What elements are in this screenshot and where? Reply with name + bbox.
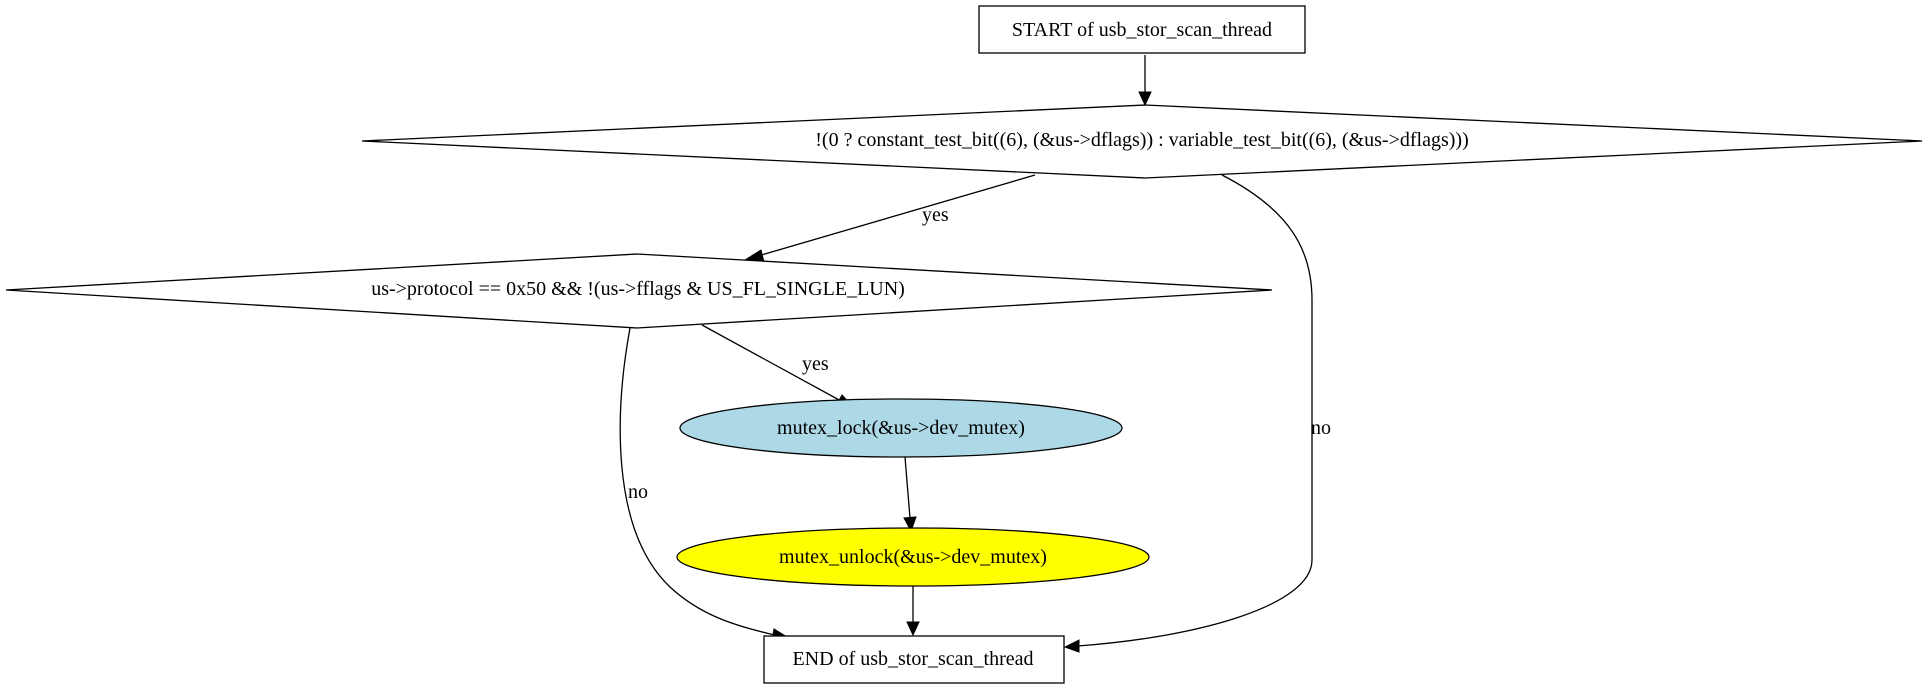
edge-cond1-no [1063, 174, 1313, 653]
edge-cond1-yes [743, 174, 1036, 263]
edge-label-cond1-no: no [1311, 417, 1331, 439]
edge-cond2-yes [701, 324, 855, 408]
edge-label-cond1-yes: yes [922, 204, 949, 226]
end-node-label: END of usb_stor_scan_thread [792, 648, 1033, 670]
start-node: START of usb_stor_scan_thread [978, 5, 1306, 54]
decision-node-protocol: us->protocol == 0x50 && !(us->fflags & U… [5, 253, 1273, 329]
decision-node-dflags-label: !(0 ? constant_test_bit((6), (&us->dflag… [815, 129, 1468, 151]
mutex-unlock-ellipse [676, 527, 1150, 587]
mutex-lock-label: mutex_lock(&us->dev_mutex) [777, 417, 1025, 439]
start-node-label: START of usb_stor_scan_thread [1012, 19, 1272, 41]
edge-start-to-cond1 [1138, 55, 1152, 107]
decision-node-protocol-label: us->protocol == 0x50 && !(us->fflags & U… [371, 278, 905, 300]
mutex-unlock-label: mutex_unlock(&us->dev_mutex) [779, 546, 1047, 568]
mutex-lock-node: mutex_lock(&us->dev_mutex) [679, 398, 1123, 458]
edge-label-cond2-no: no [628, 481, 648, 503]
mutex-lock-ellipse [679, 398, 1123, 458]
edge-label-cond2-yes: yes [802, 353, 829, 375]
edge-lock-to-unlock [903, 456, 917, 533]
end-node: END of usb_stor_scan_thread [763, 635, 1065, 684]
edge-unlock-to-end [906, 586, 920, 637]
decision-node-dflags: !(0 ? constant_test_bit((6), (&us->dflag… [361, 104, 1923, 179]
mutex-unlock-node: mutex_unlock(&us->dev_mutex) [676, 527, 1150, 587]
